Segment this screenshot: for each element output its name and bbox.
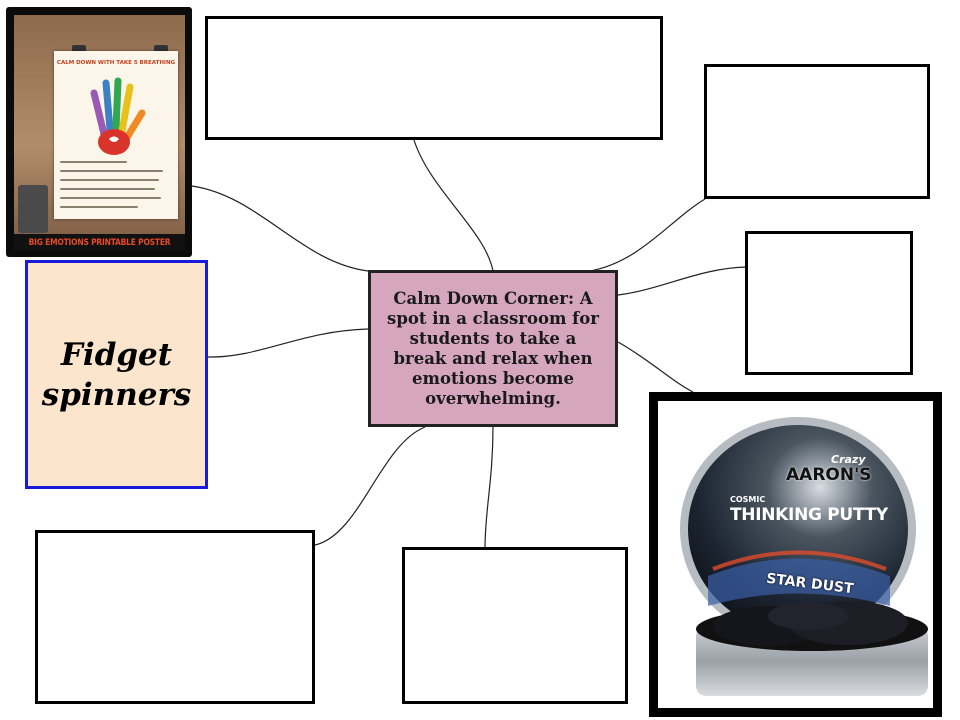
connector-right: [617, 266, 747, 296]
hand-icon: [90, 77, 146, 155]
empty-box-top: [205, 16, 663, 140]
putty-title: THINKING PUTTY: [730, 505, 888, 525]
connector-top: [413, 139, 494, 272]
connector-poster: [191, 185, 369, 272]
putty-subtitle: COSMIC: [730, 495, 766, 504]
fidget-node-text: Fidget spinners: [41, 336, 192, 413]
pencil-cup: [18, 185, 48, 233]
center-node: Calm Down Corner: A spot in a classroom …: [368, 270, 618, 427]
putty-brand: AARON'S: [786, 465, 872, 485]
putty-photo: Crazy AARON'S COSMIC THINKING PUTTY STAR…: [658, 401, 933, 708]
empty-box-bottom-left: [35, 530, 315, 704]
binder-clip-right: [154, 45, 168, 55]
empty-box-top-right: [704, 64, 930, 199]
putty-image: Crazy AARON'S COSMIC THINKING PUTTY STAR…: [649, 392, 942, 717]
center-node-text: Calm Down Corner: A spot in a classroom …: [387, 288, 599, 408]
putty-tin-graphic: [680, 417, 928, 696]
connector-top-right: [589, 198, 706, 272]
connector-bottom-left: [314, 426, 426, 546]
poster-sheet: CALM DOWN WITH TAKE 5 BREATHING: [54, 51, 178, 219]
connector-right-lower: [617, 341, 694, 393]
fidget-node: Fidget spinners: [25, 260, 208, 489]
poster-banner: BIG EMOTIONS PRINTABLE POSTER SERIES: [14, 234, 185, 251]
putty-brand-top: Crazy: [831, 453, 866, 466]
poster-steps: [60, 161, 172, 215]
empty-box-bottom: [402, 547, 628, 704]
poster-image: CALM DOWN WITH TAKE 5 BREATHING: [6, 7, 192, 257]
empty-box-right: [745, 231, 913, 375]
connector-bottom: [484, 426, 494, 549]
connector-fidget: [207, 328, 369, 358]
binder-clip-left: [72, 45, 86, 55]
poster-photo: CALM DOWN WITH TAKE 5 BREATHING: [14, 15, 185, 251]
poster-title: CALM DOWN WITH TAKE 5 BREATHING: [56, 60, 176, 66]
